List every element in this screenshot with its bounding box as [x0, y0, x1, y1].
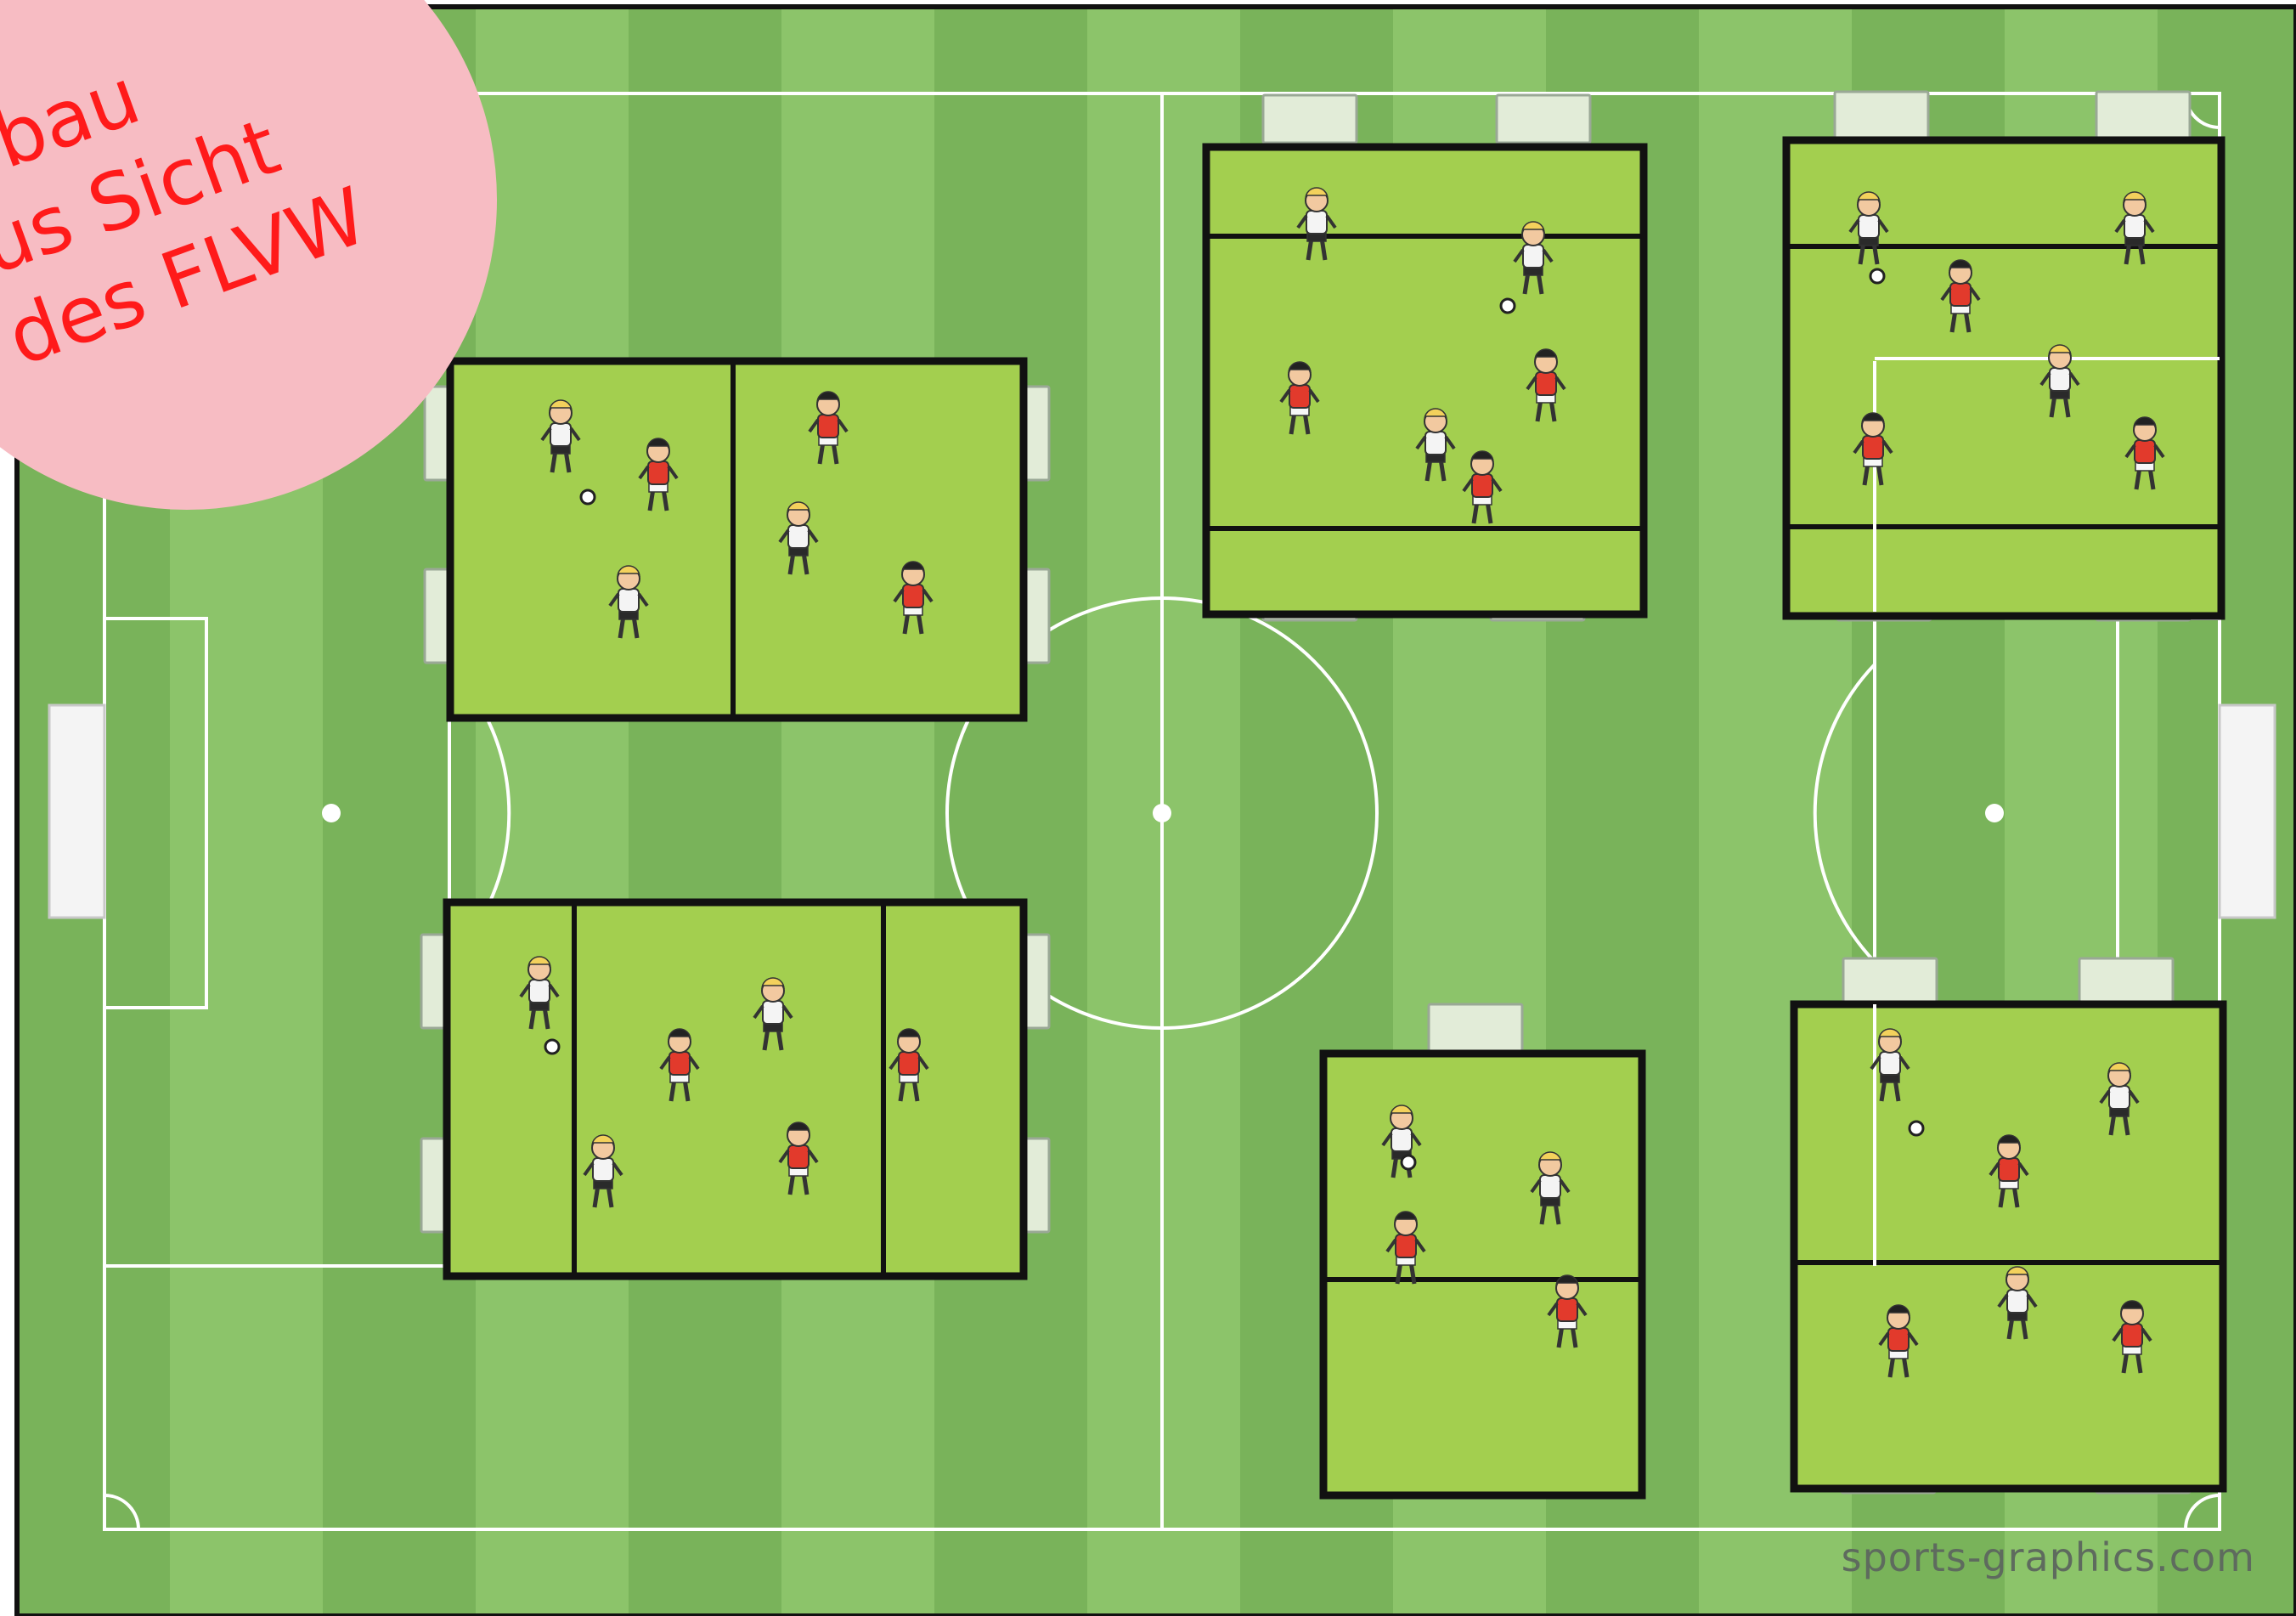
player-shirt: [1880, 1052, 1900, 1075]
player-shirt: [2124, 215, 2145, 238]
grass-stripe: [934, 7, 1087, 1616]
player-shirt: [1306, 211, 1327, 234]
ball: [545, 1040, 559, 1054]
mini-goal: [1025, 935, 1049, 1028]
mini-goal: [1025, 387, 1049, 480]
player-shirt: [818, 415, 838, 438]
small-field-top-left: [425, 361, 1049, 718]
mini-goal: [421, 1139, 445, 1232]
mini-goal: [1025, 569, 1049, 663]
player-shirt: [1540, 1175, 1560, 1198]
small-field-surface: [450, 361, 1024, 718]
grass-stripe: [629, 7, 781, 1616]
mini-goal: [1497, 95, 1590, 143]
mini-goal: [2096, 92, 2190, 139]
player-shirt: [648, 461, 668, 484]
mini-goal: [1263, 95, 1357, 143]
player-shirt: [529, 980, 550, 1003]
mini-goal: [1843, 958, 1937, 1006]
center-spot: [1153, 804, 1171, 822]
player-shirt: [2135, 440, 2155, 463]
ball: [1870, 269, 1884, 283]
player-shirt: [2050, 368, 2070, 391]
player-shirt: [1999, 1158, 2019, 1181]
mini-goal: [1429, 1004, 1522, 1052]
player-shirt: [618, 589, 639, 612]
ball: [1910, 1122, 1923, 1135]
player-shirt: [903, 585, 923, 607]
player-shirt: [788, 1145, 809, 1168]
right-penalty-spot: [1985, 804, 2004, 822]
small-field-top-center: [1206, 95, 1644, 620]
player-shirt: [788, 525, 809, 548]
small-field-top-right: [1786, 92, 2221, 620]
player-shirt: [1557, 1298, 1577, 1321]
ball: [1501, 299, 1515, 313]
mini-goal: [425, 387, 448, 480]
mini-goal: [1025, 1139, 1049, 1232]
left-main-goal: [49, 705, 104, 918]
player-shirt: [669, 1052, 690, 1075]
player-shirt: [550, 423, 571, 446]
small-field-surface: [1794, 1004, 2223, 1489]
player-shirt: [1391, 1128, 1412, 1151]
player-shirt: [1523, 245, 1543, 268]
player-shirt: [593, 1158, 613, 1181]
player-shirt: [1396, 1235, 1416, 1257]
mini-goal: [2079, 958, 2173, 1006]
ball: [581, 490, 595, 504]
grass-stripe: [781, 7, 934, 1616]
grass-stripe: [476, 7, 629, 1616]
player-shirt: [1536, 372, 1556, 395]
small-field-bottom-left: [421, 902, 1049, 1276]
player-shirt: [899, 1052, 919, 1075]
player-shirt: [1472, 474, 1492, 497]
small-field-bottom-center: [1323, 1004, 1642, 1495]
player-shirt: [763, 1001, 783, 1024]
player-shirt: [1425, 432, 1446, 455]
small-field-surface: [1206, 147, 1644, 614]
small-field-surface: [1786, 140, 2221, 616]
player-shirt: [2122, 1324, 2142, 1347]
right-main-goal: [2220, 705, 2275, 918]
small-field-bottom-right: [1794, 958, 2223, 1493]
player-shirt: [2007, 1290, 2028, 1313]
player-shirt: [1950, 283, 1971, 306]
player-shirt: [1859, 215, 1879, 238]
player-shirt: [2109, 1086, 2130, 1109]
small-field-surface: [1323, 1054, 1642, 1495]
ball: [1402, 1155, 1415, 1169]
player-shirt: [1289, 385, 1310, 408]
credit-label: sports-graphics.com: [1842, 1534, 2255, 1580]
player-shirt: [1888, 1328, 1909, 1351]
mini-goal: [1835, 92, 1928, 139]
mini-goal: [421, 935, 445, 1028]
mini-goal: [425, 569, 448, 663]
left-penalty-spot: [322, 804, 341, 822]
player-shirt: [1863, 436, 1883, 459]
